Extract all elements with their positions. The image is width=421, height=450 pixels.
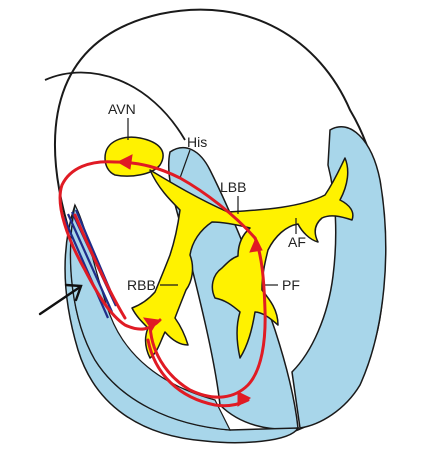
label-pf: PF [282, 277, 300, 293]
label-af: AF [288, 234, 306, 250]
red-arrowhead-icon [237, 391, 251, 407]
label-avn: AVN [108, 101, 136, 117]
red-arrowhead-icon [249, 236, 263, 253]
label-rbb: RBB [127, 277, 156, 293]
circuit-lower-path [148, 236, 267, 399]
circuit-bottom-return [146, 338, 250, 408]
reentry-circuit [58, 160, 267, 408]
circuit-path [58, 160, 162, 331]
label-his: His [187, 134, 207, 150]
black-arrow-icon [38, 283, 83, 316]
red-arrowheads [116, 154, 263, 407]
av-node [104, 136, 164, 177]
his-bundle-and-branches [131, 157, 354, 359]
circuit-inner-path [73, 213, 127, 320]
circuit-upper-path [113, 160, 257, 240]
atrial-boundary-line [44, 71, 186, 141]
red-arrowhead-icon [142, 317, 159, 331]
red-arrowhead-icon [116, 154, 133, 170]
left-ventricle-wall [291, 126, 387, 429]
label-lbb: LBB [220, 179, 246, 195]
